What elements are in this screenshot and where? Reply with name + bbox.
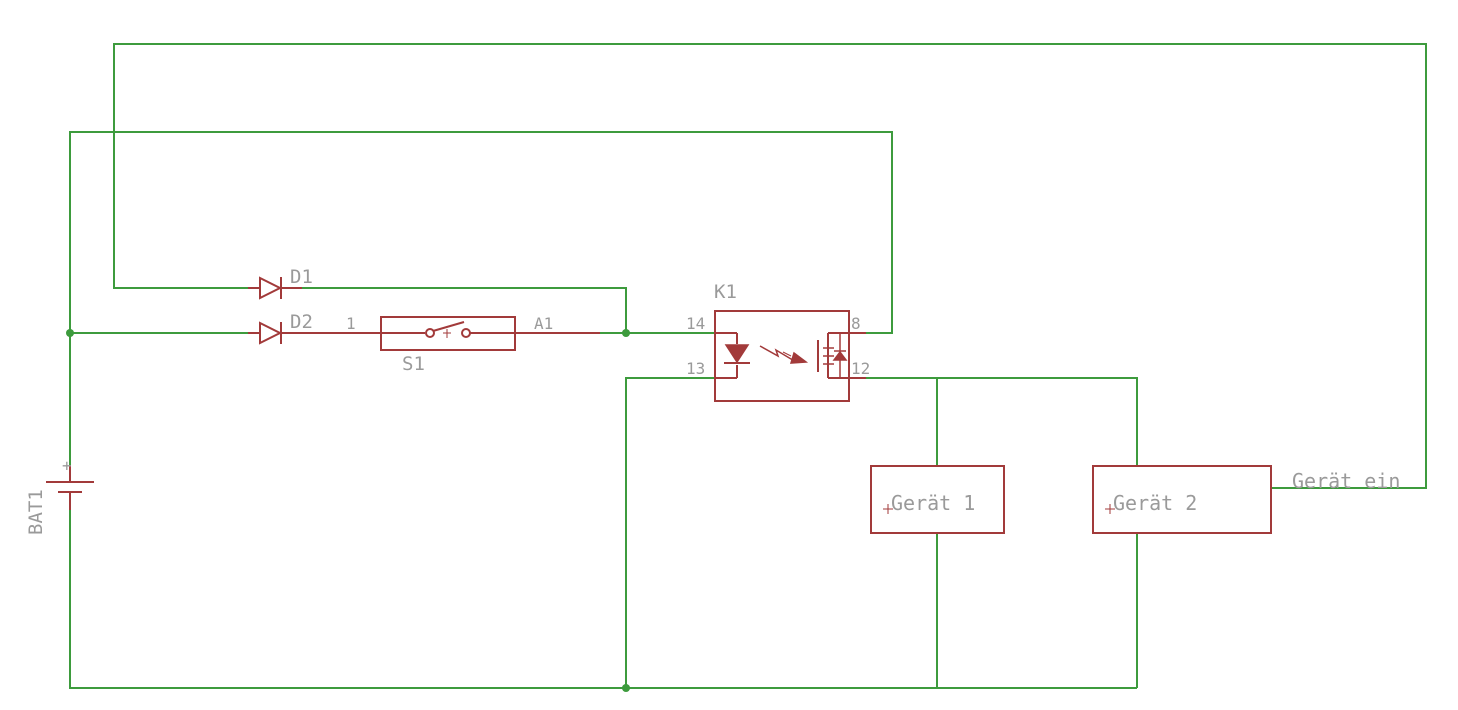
device-2-output-label: Gerät ein [1292,469,1400,493]
battery-plus-mark: + [62,456,72,475]
device-box [1092,465,1272,534]
switch-contact [461,328,471,338]
wire-pin13 [625,377,714,688]
diode-d2-label: D2 [290,311,313,333]
relay-k1[interactable]: K1 14 13 8 12 [686,281,870,402]
device-box [870,465,1005,534]
battery-label: BAT1 [25,489,47,535]
device-geraet-1[interactable]: Gerät 1 [870,465,1005,534]
relay-light-arrow [782,351,792,357]
relay-label: K1 [714,281,737,303]
wire-pin12 [866,377,1138,466]
relay-pin-13: 13 [686,359,705,378]
diode-triangle [259,321,283,345]
switch-pin-1: 1 [346,314,356,333]
device-2-label: Gerät 2 [1113,491,1197,515]
wire-inner-loop [69,131,893,465]
switch-contact [425,328,435,338]
junction-dot [66,329,74,337]
switch-lever [432,321,465,332]
switch-label: S1 [402,353,425,375]
wire-ground-bus [69,510,1137,689]
diode-d2[interactable]: D2 [248,311,344,345]
junction-dot [622,684,630,692]
relay-pin-14: 14 [686,314,705,333]
relay-body-diode-icon [832,350,848,361]
relay-pin-8: 8 [851,314,861,333]
relay-body [714,310,850,402]
wires [69,43,1427,689]
diode-d1[interactable]: D1 [248,266,313,300]
relay-led-icon [724,344,750,364]
device-geraet-2[interactable]: Gerät 2 Gerät ein [1092,465,1400,534]
junction-dot [622,329,630,337]
junctions [66,329,630,692]
battery-bat1[interactable]: + BAT1 [25,456,94,535]
device-1-label: Gerät 1 [891,491,975,515]
relay-pin-12: 12 [851,359,870,378]
diode-d1-label: D1 [290,266,313,288]
wire-d1-out [300,287,627,333]
relay-light-arrowhead [789,351,809,364]
relay-light-arrow [759,345,797,363]
diode-triangle [259,276,283,300]
switch-s1[interactable]: 1 A1 S1 [344,314,600,375]
wire-outer-loop [113,43,1427,489]
switch-pin-a1: A1 [534,314,553,333]
